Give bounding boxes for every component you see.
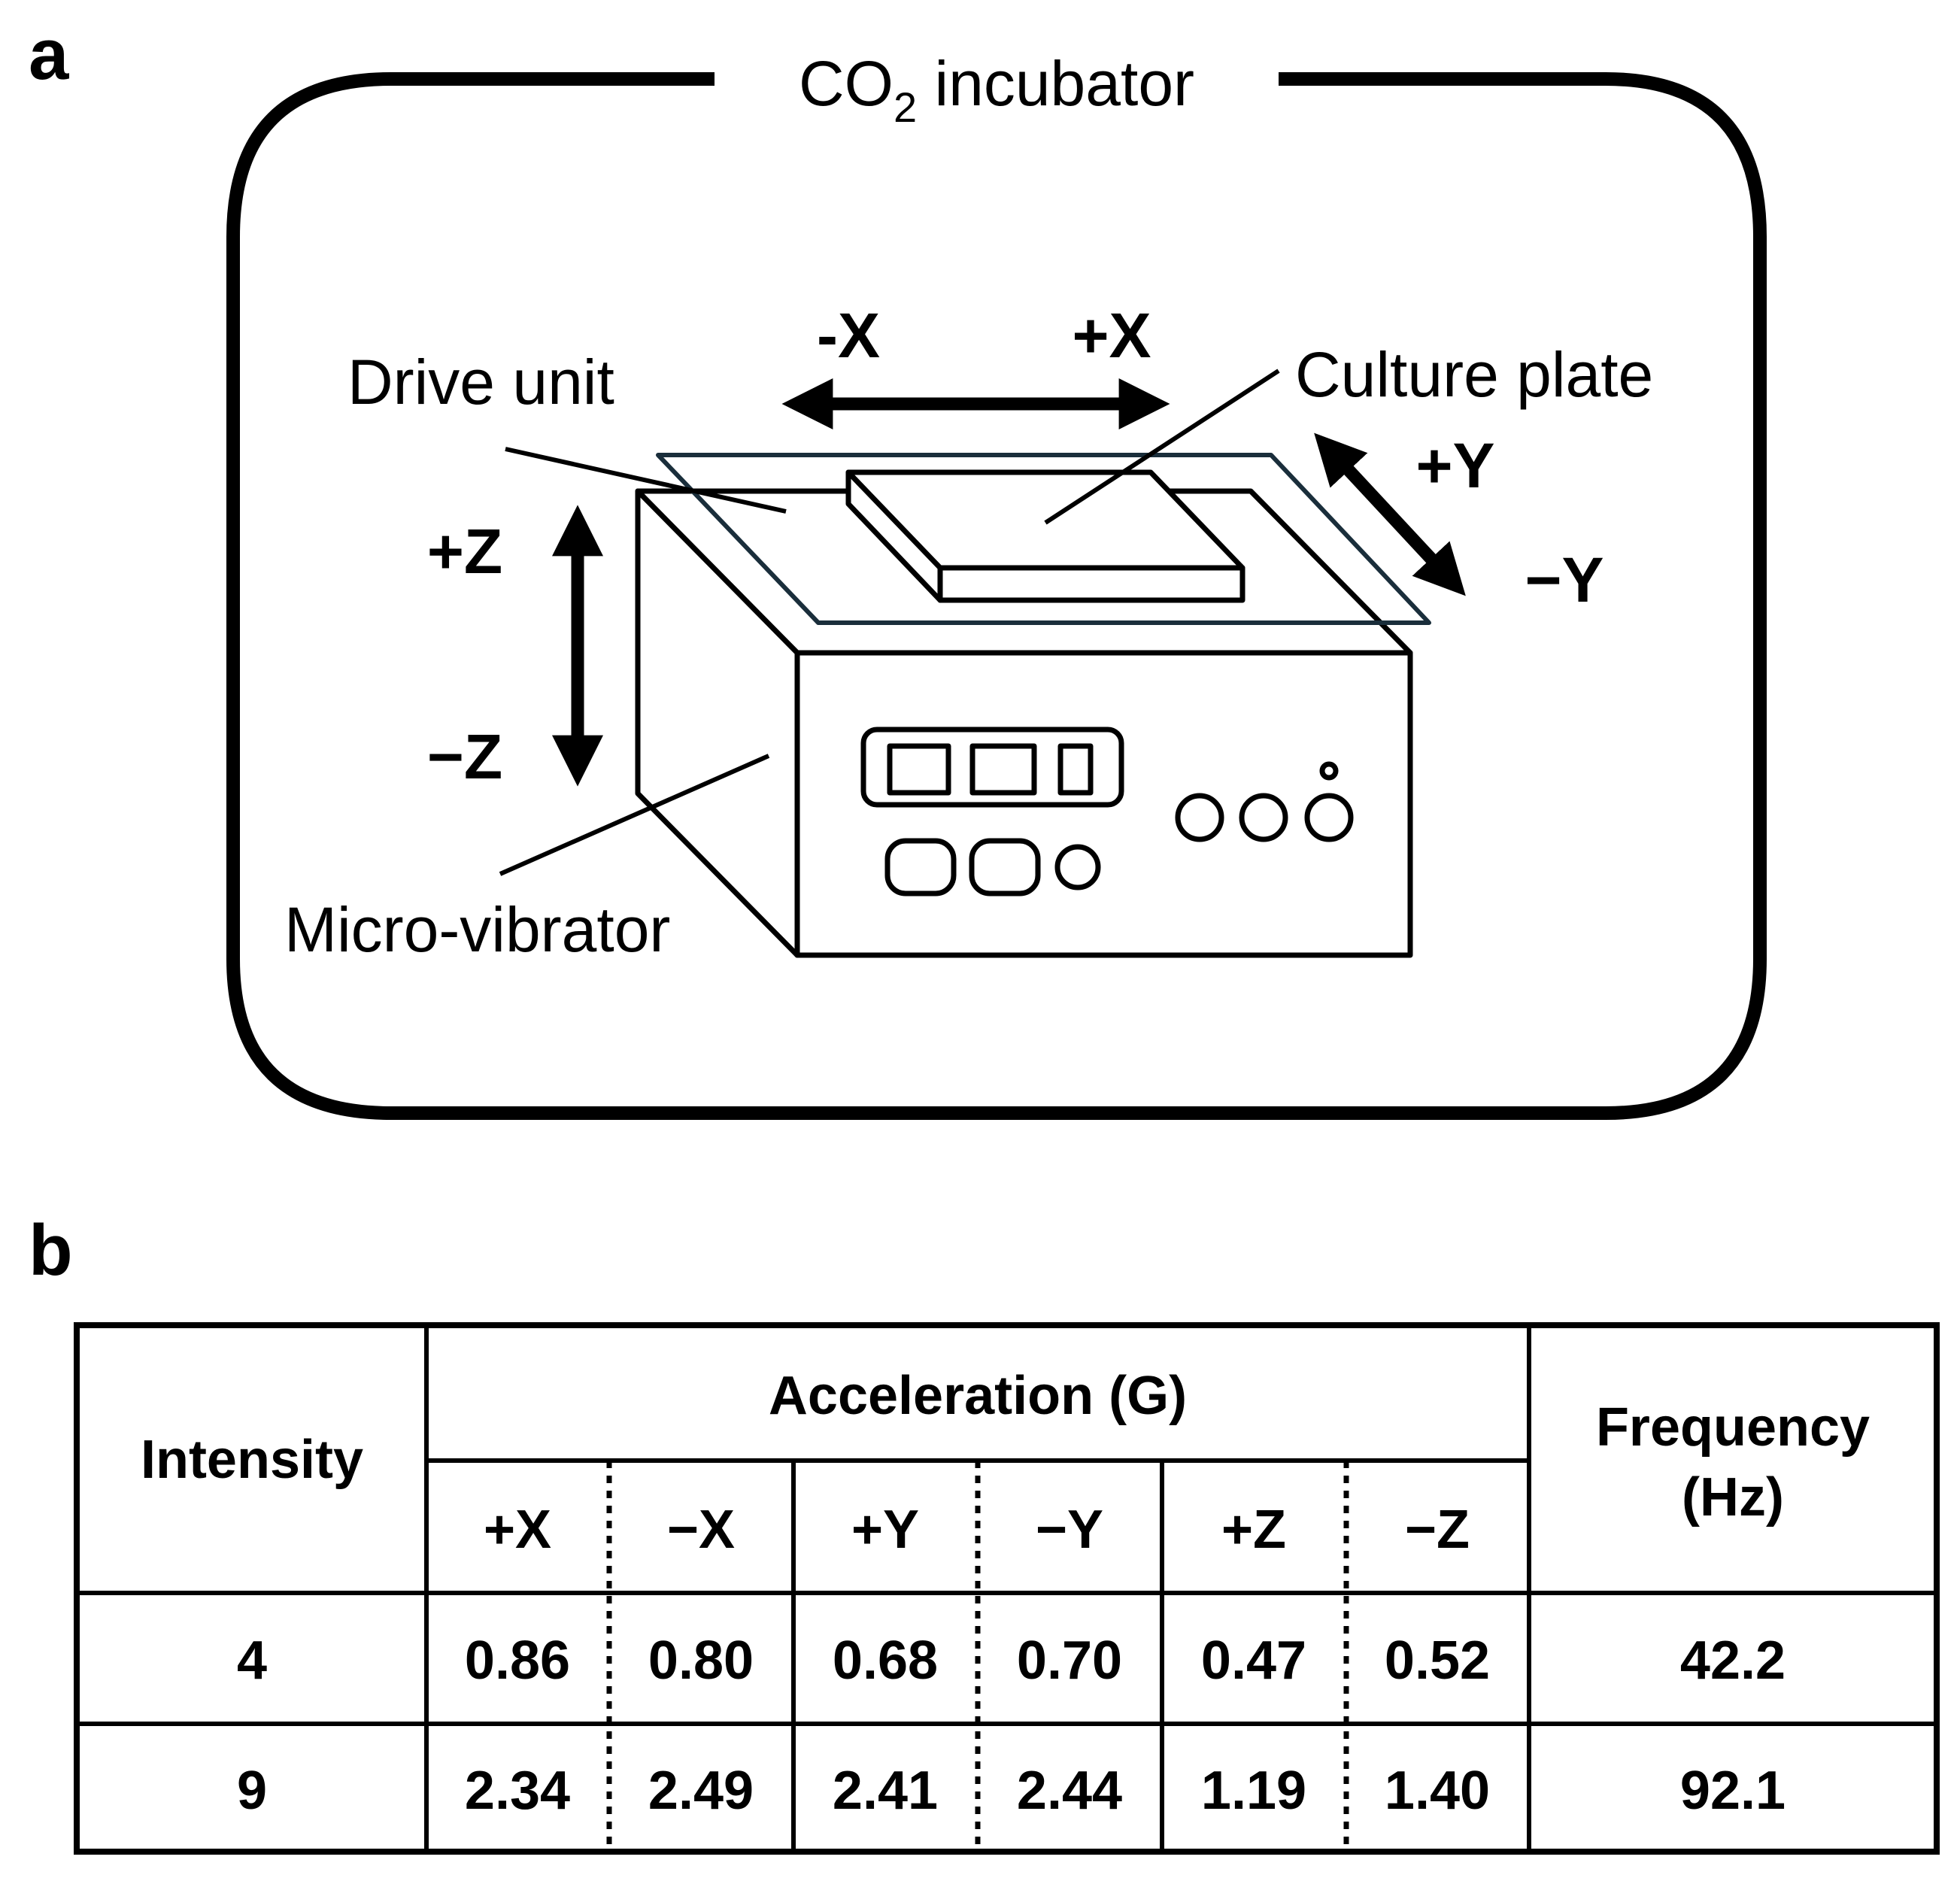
display-digit-3 [1057,743,1094,796]
button-1 [884,838,957,896]
row2-cell: 2.44 [1017,1761,1122,1821]
header-intensity: Intensity [141,1430,363,1490]
micro-vibrator-label: Micro-vibrator [284,894,670,965]
row1-frequency: 42.2 [1680,1631,1786,1691]
drive-unit-platform [656,453,1431,625]
row1-cell: 0.52 [1385,1631,1490,1691]
panel-b-label: b [29,1210,73,1291]
panel-a-label: a [29,14,69,95]
row2-cell: 2.49 [648,1761,754,1821]
display-digit-1 [887,743,951,796]
display-digit-2 [969,743,1037,796]
row2-frequency: 92.1 [1680,1761,1786,1821]
subheader-plus-y: +Y [851,1500,919,1560]
double-arrow-y-icon [1314,432,1466,596]
culture-plate-leader [1044,369,1280,525]
indicator-1 [1175,793,1224,842]
row2-cell: 2.41 [833,1761,938,1821]
subheader-minus-x: −X [667,1500,735,1560]
row2-cell: 1.40 [1385,1761,1490,1821]
table-border [74,1322,1940,1855]
culture-plate-label: Culture plate [1295,339,1653,410]
plus-z-label: +Z [427,516,502,587]
row1-cell: 0.70 [1017,1631,1122,1691]
plus-x-label: +X [1072,300,1151,371]
indicator-led [1319,761,1339,781]
row2-cell: 2.34 [465,1761,570,1821]
indicator-3 [1304,793,1354,842]
plus-y-label: +Y [1415,430,1494,501]
row1-cell: 0.80 [648,1631,754,1691]
knob-1 [1054,844,1101,890]
incubator-title: CO2 incubator [799,48,1194,131]
button-2 [969,838,1041,896]
drive-unit-leader [505,447,787,514]
row1-intensity: 4 [237,1631,267,1691]
minus-z-label: −Z [427,721,502,792]
minus-y-label: −Y [1525,545,1603,615]
culture-plate-front [937,565,1245,603]
drive-unit-label: Drive unit [347,347,614,417]
subheader-plus-z: +Z [1221,1500,1286,1560]
subheader-minus-y: −Y [1036,1500,1103,1560]
row1-cell: 0.86 [465,1631,570,1691]
acceleration-table: Intensity Acceleration (G) Frequency (Hz… [74,1322,1940,1855]
header-frequency-line1: Frequency [1596,1397,1870,1458]
indicator-2 [1239,793,1288,842]
micro-vibrator-leader [499,754,770,876]
row2-intensity: 9 [237,1761,267,1821]
subheader-minus-z: −Z [1405,1500,1470,1560]
subheader-plus-x: +X [484,1500,551,1560]
row1-cell: 0.47 [1201,1631,1306,1691]
row1-cell: 0.68 [833,1631,938,1691]
incubator-frame [226,72,1767,1120]
row2-cell: 1.19 [1201,1761,1306,1821]
header-frequency-line2: (Hz) [1682,1467,1784,1528]
minus-x-label: -X [817,300,880,371]
header-acceleration: Acceleration (G) [769,1366,1187,1426]
